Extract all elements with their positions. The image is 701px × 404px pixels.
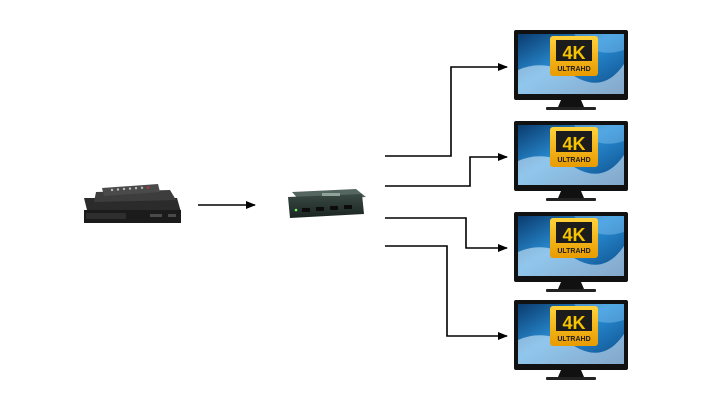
output-line-4	[385, 245, 508, 340]
tv-badge-4k: 4K	[562, 313, 585, 333]
tv-display-3: 4K ULTRAHD	[514, 212, 628, 292]
tv-badge-4k: 4K	[562, 225, 585, 245]
tv-display-4: 4K ULTRAHD	[514, 300, 628, 380]
output-line-1	[385, 63, 508, 157]
tv-display-2: 4K ULTRAHD	[514, 121, 628, 201]
set-top-box-icon	[84, 184, 181, 223]
remote-control-icon	[102, 184, 160, 196]
hdmi-splitter-icon	[288, 189, 366, 218]
tv-badge-ultrahd: ULTRAHD	[557, 157, 590, 164]
output-line-2	[385, 153, 508, 187]
tv-badge-ultrahd: ULTRAHD	[557, 336, 590, 343]
output-line-3	[385, 217, 508, 252]
tv-badge-ultrahd: ULTRAHD	[557, 248, 590, 255]
tv-badge-4k: 4K	[562, 43, 585, 63]
tv-badge-4k: 4K	[562, 134, 585, 154]
tv-badge-ultrahd: ULTRAHD	[557, 66, 590, 73]
tv-display-1: 4K ULTRAHD	[514, 30, 628, 110]
